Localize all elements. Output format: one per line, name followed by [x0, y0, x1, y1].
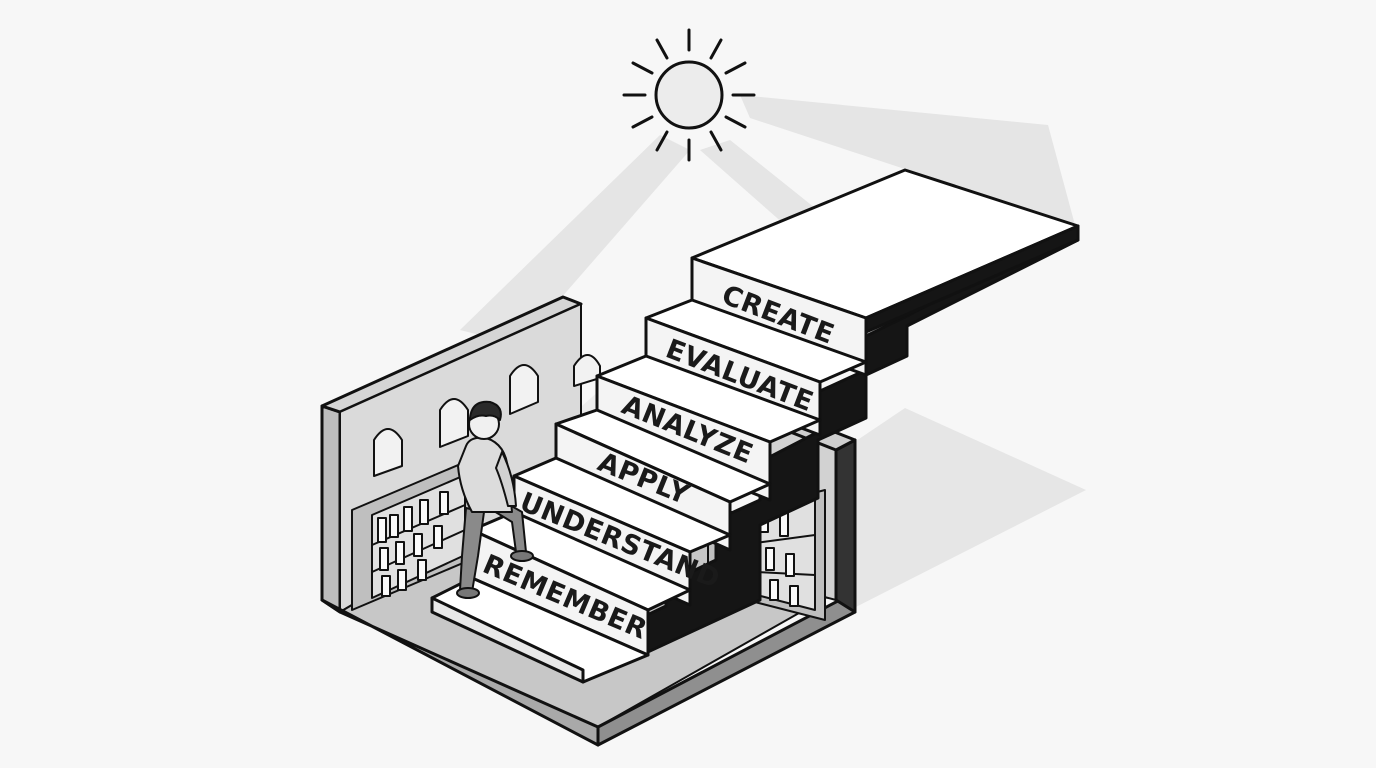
staircase: CREATE EVALUATE ANALYZE APPLY UNDERSTAND… — [430, 168, 1080, 684]
arched-window-icon — [373, 428, 403, 477]
person-icon — [456, 400, 534, 599]
ground-shadow — [850, 408, 1086, 610]
arched-window-icon — [509, 364, 539, 415]
sun-icon — [622, 28, 756, 162]
stair-side — [581, 224, 1080, 684]
arched-window-icon — [573, 354, 601, 387]
arched-window-icon — [439, 398, 469, 448]
bookshelf-icon — [351, 459, 471, 611]
